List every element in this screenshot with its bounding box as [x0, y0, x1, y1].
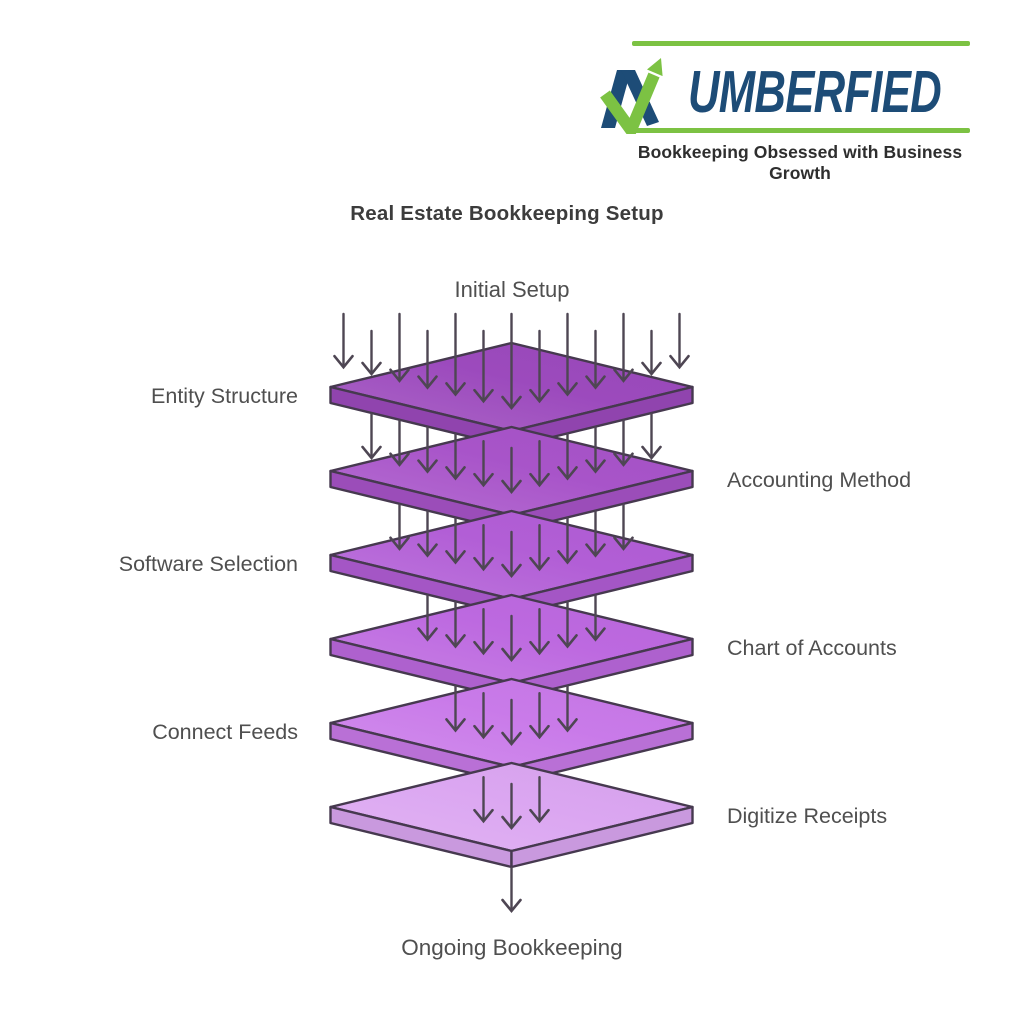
brand-wordmark: UMBERFIED	[688, 59, 942, 125]
flow-arrows	[333, 312, 690, 914]
input-label: Initial Setup	[454, 277, 570, 302]
layer-label-3: Chart of Accounts	[727, 636, 897, 660]
layer-label-0: Entity Structure	[151, 384, 298, 408]
layer-slab-4	[329, 677, 694, 785]
output-label: Ongoing Bookkeeping	[401, 935, 623, 960]
brand-tagline: Bookkeeping Obsessed with Business Growt…	[637, 142, 963, 183]
logo-top-rule	[632, 41, 970, 46]
layer-label-5: Digitize Receipts	[727, 804, 888, 828]
layer-label-4: Connect Feeds	[152, 720, 298, 744]
logo-bottom-rule	[632, 128, 970, 133]
layer-label-2: Software Selection	[118, 552, 298, 576]
numberfied-n-arrow-icon	[600, 58, 663, 134]
brand-logo: UMBERFIED Bookkeeping Obsessed with Busi…	[0, 0, 1024, 183]
layer-label-1: Accounting Method	[727, 468, 912, 492]
diagram-title: Real Estate Bookkeeping Setup	[350, 202, 664, 225]
